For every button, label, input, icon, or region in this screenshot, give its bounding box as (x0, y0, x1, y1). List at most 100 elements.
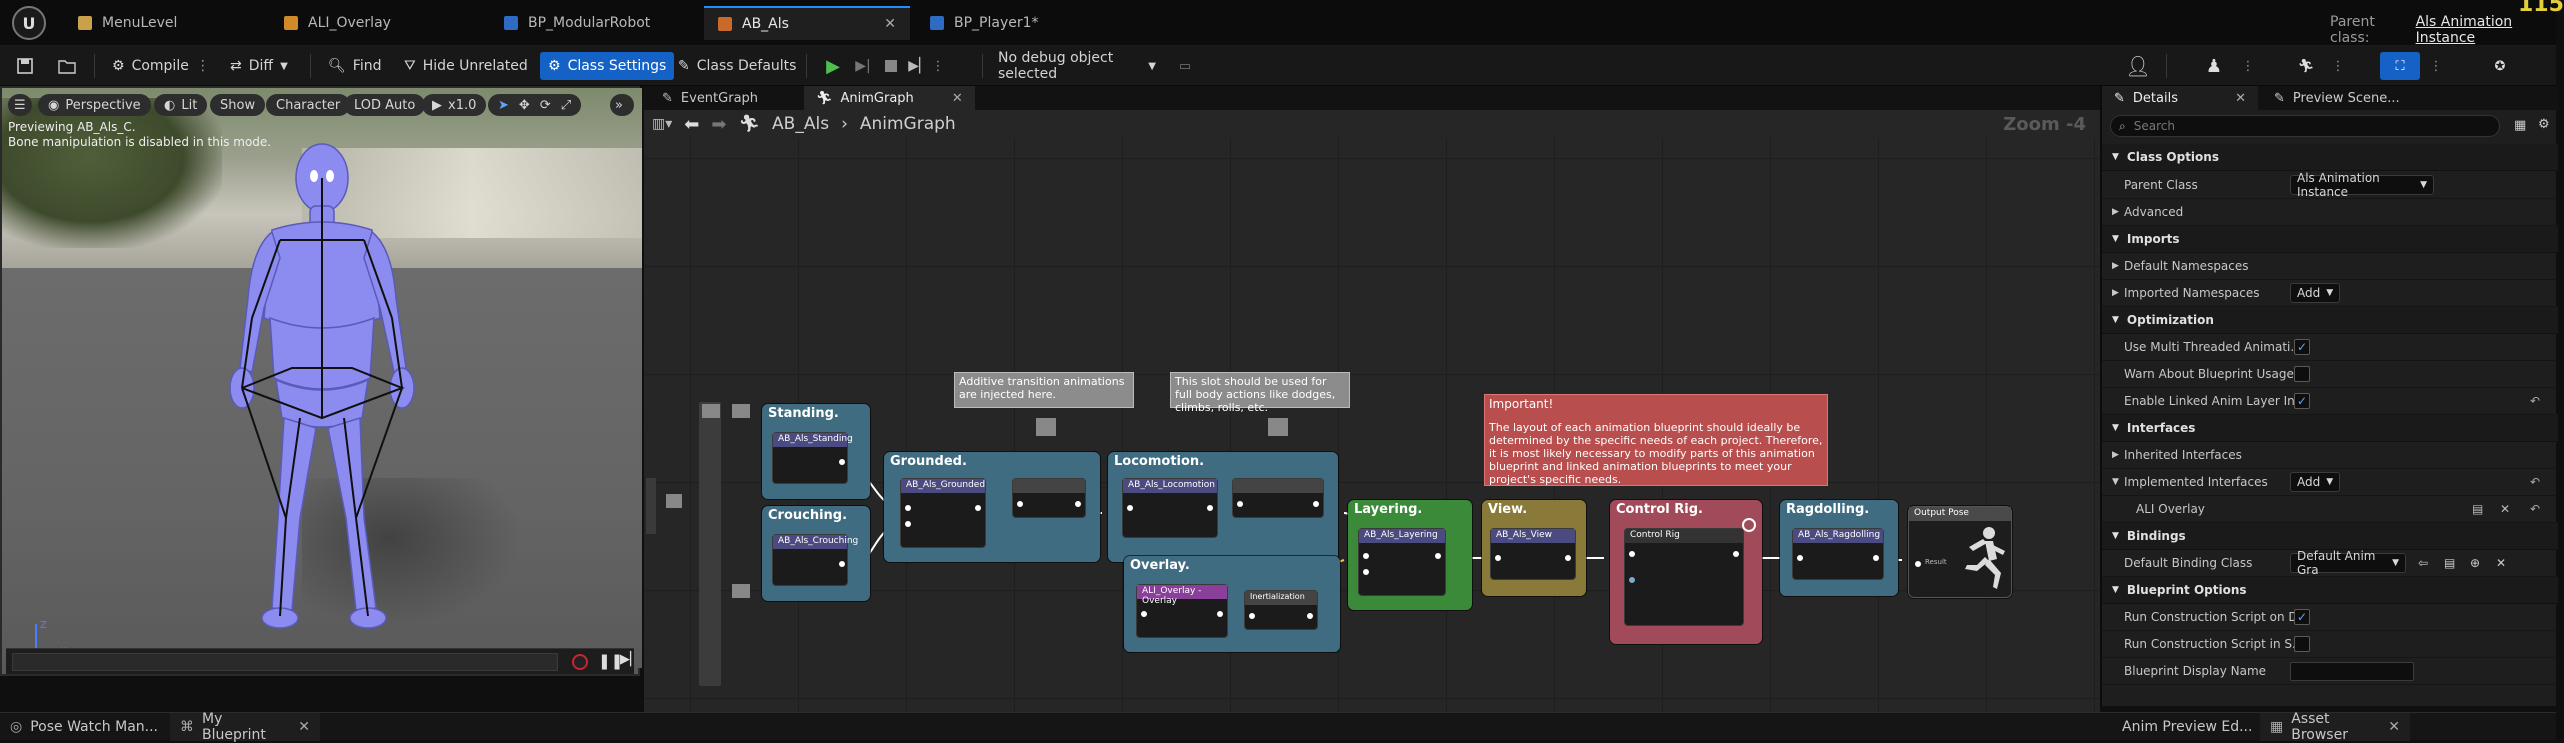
tab-bp-modularrobot[interactable]: BP_ModularRobot (490, 6, 700, 40)
more-icon[interactable]: ⋮ (2331, 58, 2345, 74)
linked-anim-checkbox[interactable]: ✓ (2294, 393, 2310, 409)
output-pin[interactable] (1565, 555, 1571, 561)
category-interfaces[interactable]: ▼Interfaces (2102, 415, 2558, 442)
run-construction-d-checkbox[interactable]: ✓ (2294, 609, 2310, 625)
transform-tools[interactable]: ➤ ✥ ⟳ ⤢ (488, 94, 582, 116)
tab-ab-als[interactable]: AB_Als ✕ (704, 6, 910, 40)
layering-inner[interactable]: AB_Als_Layering (1358, 528, 1446, 596)
output-pin[interactable] (1873, 555, 1879, 561)
standing-inner[interactable]: AB_Als_Standing (772, 432, 853, 484)
output-pose-node[interactable]: Output Pose Result (1908, 506, 2012, 598)
browse-icon[interactable]: ▤ (2472, 502, 2484, 516)
prop-default-namespaces[interactable]: ▶ Default Namespaces (2102, 253, 2558, 280)
mannequin-character[interactable] (192, 118, 452, 638)
reset-icon[interactable]: ↶ (2530, 475, 2541, 489)
ragdolling-node[interactable]: Ragdolling. AB_Als_Ragdolling (1780, 500, 1898, 596)
input-pin[interactable] (1237, 501, 1243, 507)
input-pin[interactable] (905, 505, 911, 511)
move-icon[interactable]: ✥ (518, 97, 530, 113)
tab-details[interactable]: ✎ Details ✕ (2102, 86, 2258, 110)
browse-icon[interactable] (50, 52, 84, 80)
tab-preview-scene[interactable]: ✎ Preview Scene... (2262, 86, 2412, 110)
reroute-node[interactable] (732, 584, 750, 598)
rotate-icon[interactable]: ⟳ (539, 97, 551, 113)
viewport-options-button[interactable]: ☰ (8, 94, 32, 116)
chevron-right-icon[interactable]: ▶ (2112, 288, 2119, 298)
tab-animgraph[interactable]: 🏃︎ AnimGraph ✕ (804, 86, 975, 110)
layering-node[interactable]: Layering. AB_Als_Layering (1348, 500, 1472, 610)
reroute-node[interactable] (666, 494, 682, 508)
eject-icon[interactable]: ▶▏ (908, 58, 930, 74)
tab-menulevel[interactable]: MenuLevel (64, 6, 254, 40)
blueprint-mode-icon[interactable]: ⛶ (2380, 52, 2420, 80)
close-icon[interactable]: ✕ (2235, 90, 2246, 106)
tab-asset-browser[interactable]: ▦ Asset Browser ✕ (2260, 711, 2410, 743)
diff-button[interactable]: ⇄ Diff ▼ (222, 52, 296, 80)
output-pin[interactable] (1733, 551, 1739, 557)
record-icon[interactable] (572, 654, 588, 670)
parent-class-link[interactable]: Als Animation Instance (2415, 14, 2513, 46)
default-binding-dropdown[interactable]: Default Anim Gra ▼ (2290, 549, 2406, 577)
input-pin[interactable] (1363, 569, 1369, 575)
output-pin[interactable] (839, 561, 845, 567)
more-icon[interactable]: ⋮ (2429, 58, 2443, 74)
overlay-node[interactable]: Overlay. ALI_Overlay - Overlay Inertiali… (1124, 556, 1340, 652)
output-pin[interactable] (1307, 613, 1313, 619)
skeleton-mode-icon[interactable]: 👤︎ (2125, 54, 2151, 78)
add-interface-button[interactable]: Add▼ (2290, 472, 2340, 492)
find-button[interactable]: 🔍︎ Find (320, 52, 389, 80)
play-icon[interactable]: ▶ (826, 55, 840, 77)
category-imports[interactable]: ▼Imports (2102, 226, 2558, 253)
add-namespace-button[interactable]: Add▼ (2290, 283, 2340, 303)
inertialization-node[interactable]: Inertialization (1244, 590, 1318, 630)
crouching-inner[interactable]: AB_Als_Crouching (772, 534, 858, 586)
grounded-inner[interactable]: AB_Als_Grounded (900, 478, 986, 548)
output-pin[interactable] (1075, 501, 1081, 507)
multi-threaded-checkbox[interactable]: ✓ (2294, 339, 2310, 355)
lod-button[interactable]: LOD Auto (344, 94, 426, 116)
preview-viewport[interactable]: ☰ ◉Perspective ◐Lit Show Character LOD A… (0, 86, 642, 676)
slot-node[interactable] (1012, 478, 1086, 518)
input-pin[interactable] (1141, 611, 1147, 617)
show-button[interactable]: Show (210, 94, 266, 116)
view-node[interactable]: View. AB_Als_View (1482, 500, 1586, 596)
close-icon[interactable]: ✕ (884, 16, 896, 32)
more-icon[interactable]: ⋮ (931, 58, 945, 74)
locomotion-node[interactable]: Locomotion. AB_Als_Locomotion (1108, 452, 1338, 562)
playback-speed-button[interactable]: ▶x1.0 (422, 94, 487, 116)
category-optimization[interactable]: ▼Optimization (2102, 307, 2558, 334)
input-pin[interactable] (905, 521, 911, 527)
tab-pose-watch[interactable]: ◎ Pose Watch Man... (0, 713, 168, 741)
reroute-node[interactable] (702, 404, 720, 418)
locomotion-inner[interactable]: AB_Als_Locomotion (1122, 478, 1218, 538)
character-button[interactable]: Character (266, 94, 351, 116)
hide-unrelated-button[interactable]: ⛛ Hide Unrelated ⋮ (396, 52, 557, 80)
output-pin[interactable] (1217, 611, 1223, 617)
output-pin[interactable] (975, 505, 981, 511)
breadcrumb-leaf[interactable]: AnimGraph (859, 114, 956, 134)
warn-blueprint-checkbox[interactable] (2294, 366, 2310, 382)
comment-important[interactable]: Important! The layout of each animation … (1484, 394, 1828, 486)
save-icon[interactable] (8, 52, 42, 80)
perspective-button[interactable]: ◉Perspective (38, 94, 151, 116)
reroute-node[interactable] (1268, 418, 1288, 436)
breadcrumb-root[interactable]: AB_Als (772, 114, 830, 134)
standing-node[interactable]: Standing. AB_Als_Standing (762, 404, 870, 499)
comment-slot[interactable]: This slot should be used for full body a… (1170, 372, 1350, 414)
category-blueprint-options[interactable]: ▼Blueprint Options (2102, 577, 2558, 604)
crouching-node[interactable]: Crouching. AB_Als_Crouching (762, 506, 870, 601)
reroute-node[interactable] (732, 404, 750, 418)
mesh-mode-icon[interactable]: ♟ (2205, 55, 2223, 77)
anim-graph-panel[interactable]: ✎ EventGraph 🏃︎ AnimGraph ✕ ▥▾ ⬅ ➡ 🏃︎ AB… (644, 86, 2100, 740)
input-pin[interactable] (1629, 577, 1635, 583)
tab-my-blueprint[interactable]: ⌘ My Blueprint ✕ (170, 711, 320, 743)
input-pin[interactable] (1629, 551, 1635, 557)
close-icon[interactable]: ✕ (2496, 556, 2507, 570)
back-arrow-icon[interactable]: ⬅ (684, 113, 700, 135)
run-construction-s-checkbox[interactable] (2294, 636, 2310, 652)
graph-options-icon[interactable]: ▥▾ (652, 116, 673, 132)
table-view-icon[interactable]: ▦ (2514, 118, 2527, 133)
reset-icon[interactable]: ↶ (2530, 502, 2541, 516)
browse-icon[interactable]: ▤ (2444, 556, 2456, 570)
tab-anim-preview[interactable]: Anim Preview Ed... (2112, 713, 2262, 741)
